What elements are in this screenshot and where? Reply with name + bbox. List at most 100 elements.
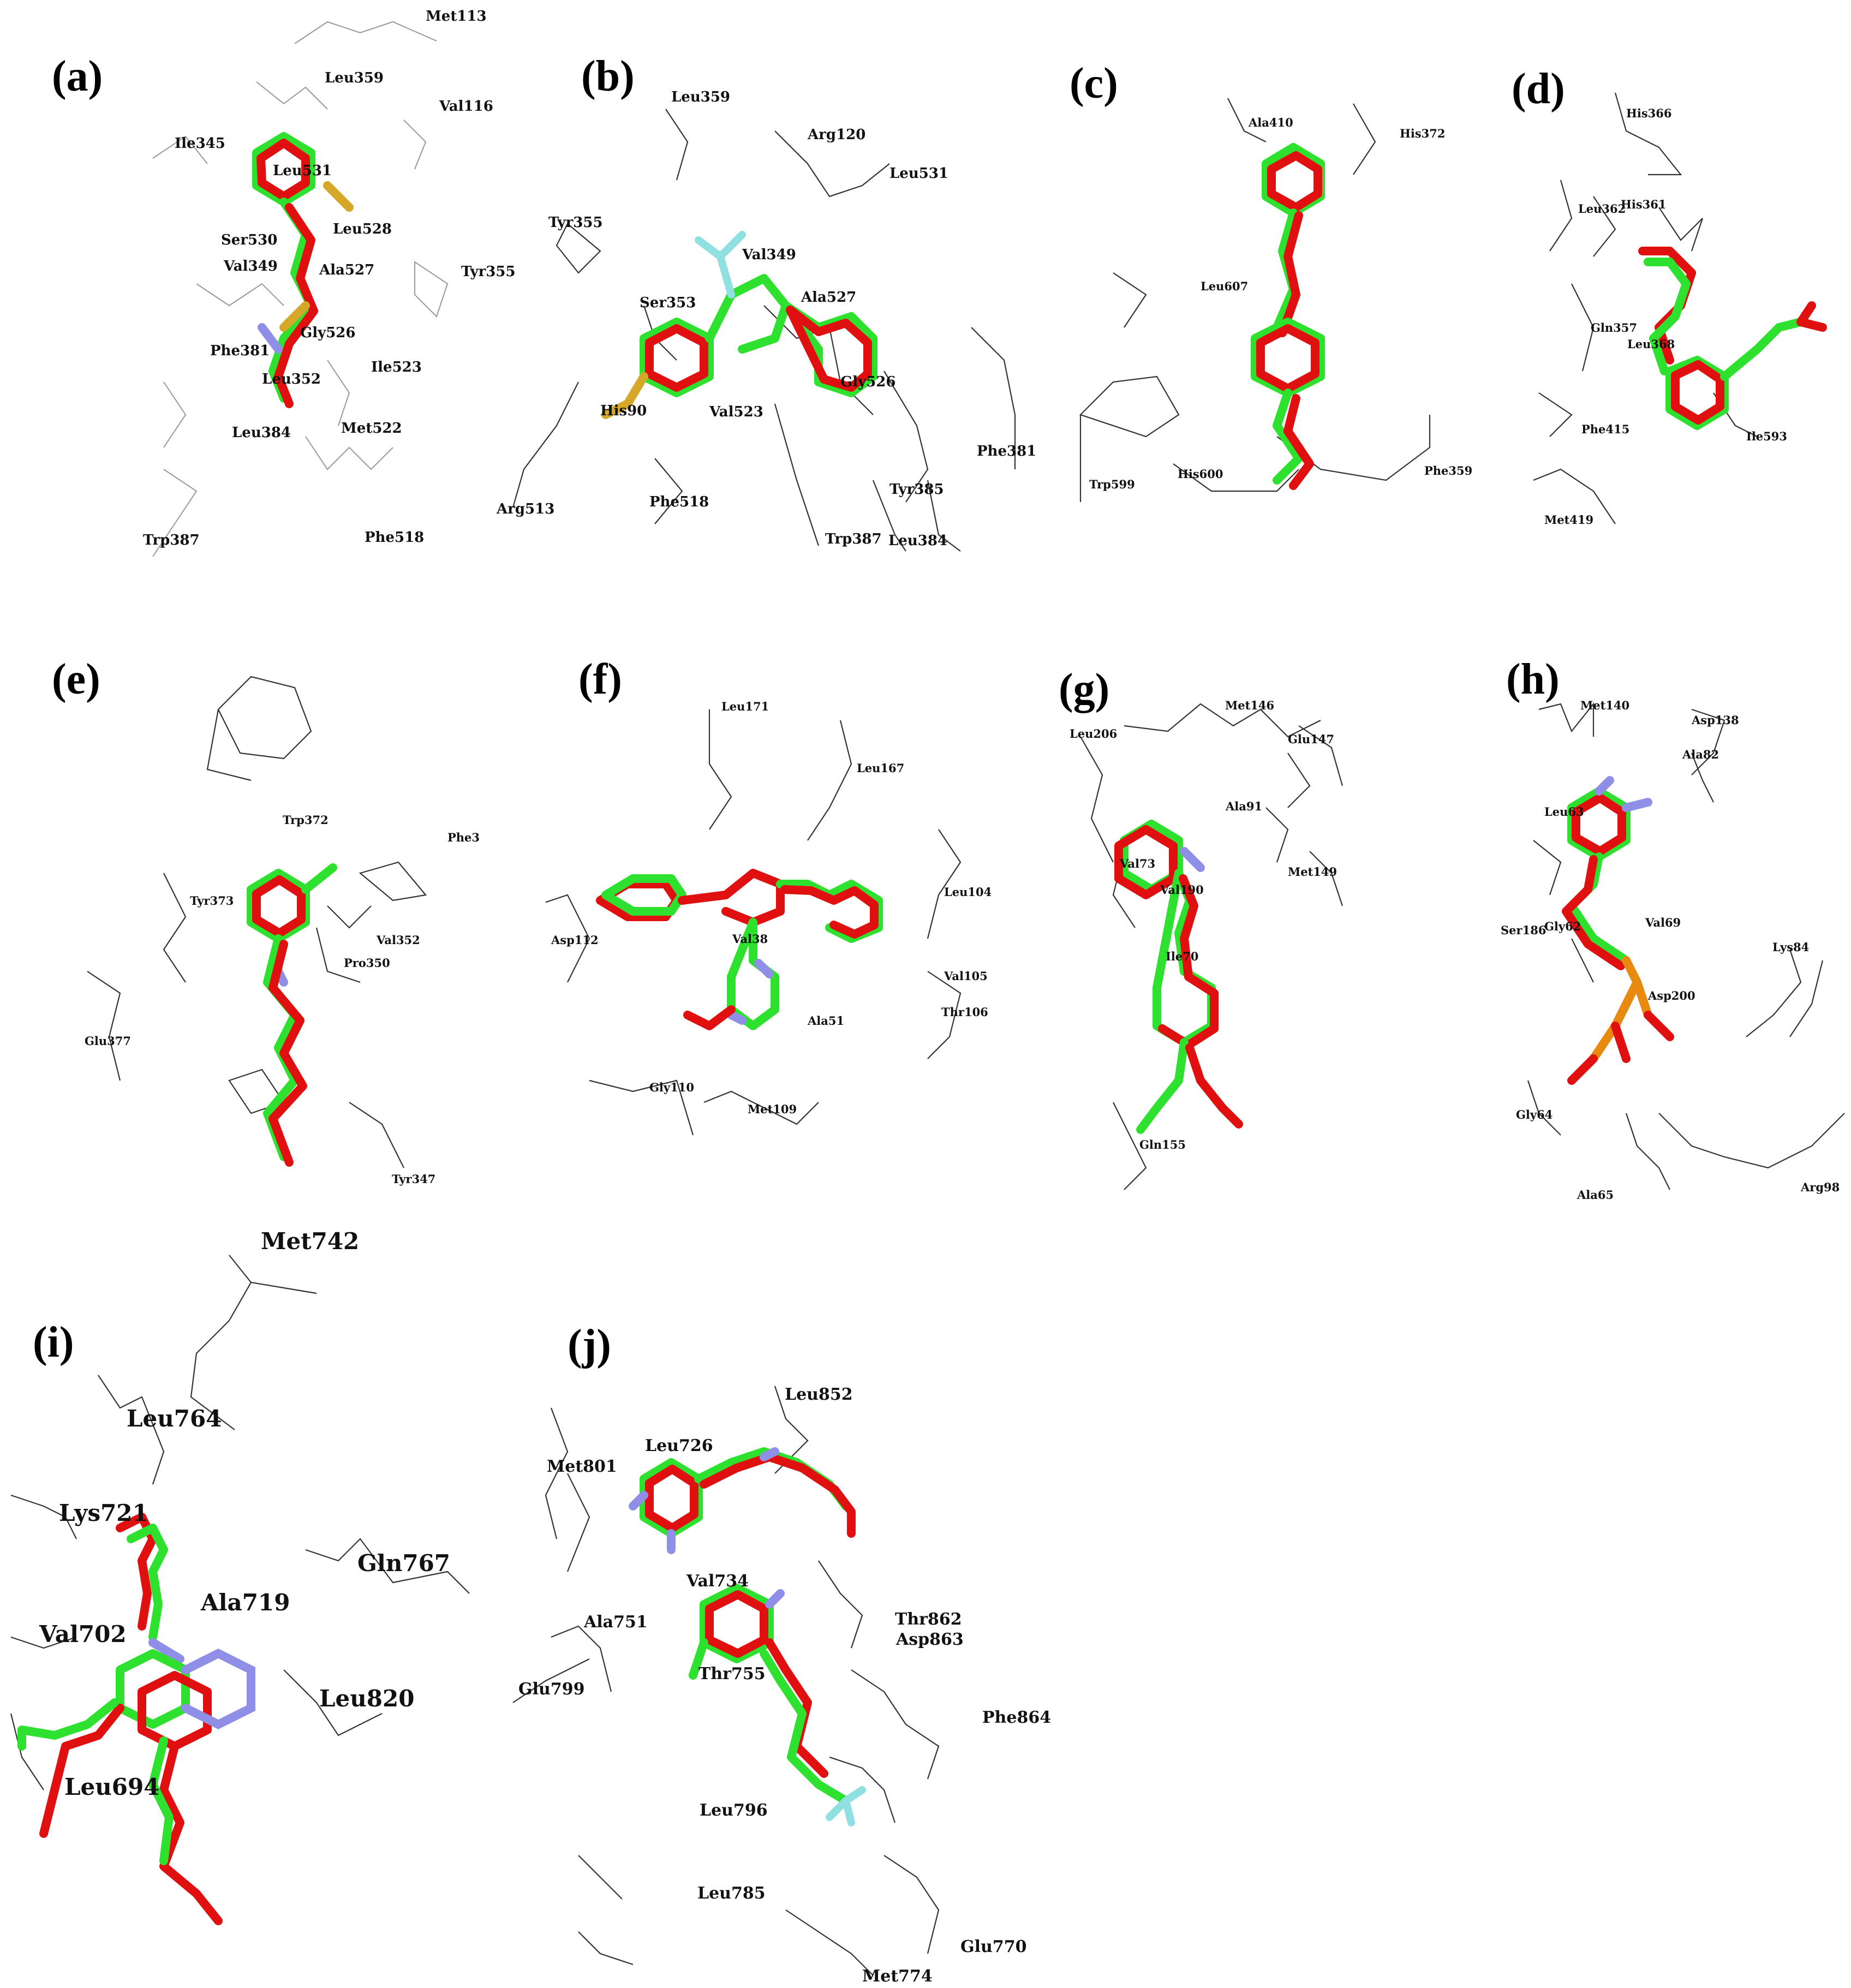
- residue-label: Phe864: [982, 1708, 1052, 1727]
- residue-label: Tyr355: [548, 214, 603, 231]
- residue-label: Val352: [377, 933, 420, 947]
- residue-label: Met140: [1580, 699, 1630, 712]
- residue-label: Val190: [1160, 883, 1204, 897]
- panel-i-structure: [10, 1255, 470, 1925]
- residue-label: Ala410: [1249, 116, 1293, 129]
- residue-label: Ala51: [808, 1014, 845, 1028]
- residue-label: Leu531: [273, 163, 332, 179]
- residue-label: Asp863: [896, 1630, 964, 1649]
- residue-label: Leu531: [889, 165, 948, 182]
- residue-label: Ile70: [1166, 950, 1199, 963]
- panel-label: (h): [1506, 655, 1560, 703]
- panel-c-structure: [1079, 98, 1431, 502]
- residue-label: Leu528: [333, 221, 392, 237]
- residue-label: Thr755: [698, 1664, 766, 1683]
- residue-label: Phe415: [1581, 422, 1630, 436]
- residue-label: Arg513: [497, 501, 555, 517]
- residue-label: Phe518: [649, 494, 709, 510]
- panel-g: (g) Met146 Leu206 Glu147 Ala91 Val73 Met…: [1059, 644, 1495, 1222]
- residue-label: Trp599: [1089, 477, 1135, 491]
- residue-label: Leu104: [944, 885, 992, 899]
- panel-b-structure: [512, 109, 1016, 552]
- residue-label: Gln767: [357, 1550, 451, 1577]
- residue-label: Ala751: [584, 1613, 648, 1632]
- panel-b: (b) Leu359 Arg120 Leu531 Tyr355 Val349 S…: [491, 0, 1037, 589]
- residue-label: Tyr385: [889, 481, 944, 498]
- residue-label: Val105: [944, 969, 988, 983]
- residue-label: Ser353: [640, 295, 696, 311]
- panel-j-structure: [512, 1386, 940, 1976]
- residue-label: Gln357: [1591, 321, 1638, 335]
- residue-label: Glu147: [1288, 732, 1335, 746]
- residue-label: Met801: [547, 1457, 617, 1476]
- residue-label: Ala527: [801, 289, 857, 306]
- residue-label: Leu362: [1578, 202, 1626, 216]
- residue-label: Leu368: [1627, 337, 1675, 351]
- residue-label: Leu820: [319, 1685, 415, 1712]
- residue-label: Met149: [1288, 865, 1338, 879]
- residue-label: Leu167: [857, 761, 905, 775]
- residue-label: Asp200: [1648, 989, 1695, 1002]
- residue-label: Ala527: [319, 262, 375, 278]
- residue-label: Asp138: [1692, 713, 1739, 727]
- panel-label: (f): [578, 655, 622, 703]
- panel-label: (e): [52, 655, 100, 703]
- residue-label: Val38: [732, 932, 768, 946]
- residue-label: Gln155: [1139, 1138, 1186, 1151]
- residue-label: Asp112: [551, 933, 599, 947]
- residue-label: Leu384: [232, 425, 291, 441]
- residue-label: Leu785: [697, 1884, 766, 1903]
- panel-e: (e) Trp372 Phe3 Tyr373 Val352 Pro350 Glu…: [0, 644, 546, 1222]
- residue-label: Ala719: [201, 1589, 290, 1616]
- residue-label: Phe518: [365, 529, 425, 546]
- residue-label: Arg120: [808, 127, 866, 143]
- residue-label: Ser186: [1501, 923, 1547, 937]
- residue-label: Ile593: [1746, 429, 1787, 443]
- residue-label: Met113: [426, 8, 487, 25]
- residue-label: Val349: [224, 258, 278, 274]
- residue-label: Ser530: [221, 232, 278, 248]
- residue-label: Leu63: [1544, 805, 1584, 819]
- residue-label: Gly526: [840, 374, 896, 390]
- residue-label: Gly526: [300, 325, 356, 341]
- residue-label: Met419: [1544, 513, 1594, 527]
- residue-label: Met146: [1225, 699, 1275, 712]
- residue-label: Thr862: [895, 1610, 962, 1629]
- residue-label: Leu694: [64, 1774, 160, 1800]
- panel-label: (d): [1512, 65, 1565, 113]
- panel-label: (a): [52, 52, 103, 100]
- panel-g-structure: [1080, 703, 1344, 1190]
- panel-label: (g): [1059, 665, 1110, 713]
- residue-label: Leu726: [645, 1436, 713, 1455]
- residue-label: Ala65: [1577, 1188, 1614, 1202]
- residue-label: Met109: [748, 1102, 797, 1116]
- residue-label: Tyr355: [461, 264, 516, 280]
- residue-label: His361: [1621, 198, 1667, 211]
- residue-label: Leu384: [888, 533, 947, 549]
- residue-label: Phe3: [447, 831, 480, 844]
- residue-label: Leu607: [1201, 279, 1249, 293]
- residue-label: Leu796: [700, 1801, 768, 1820]
- residue-label: Met522: [341, 420, 402, 437]
- residue-label: Tyr347: [392, 1172, 436, 1186]
- panel-a-structure: [152, 21, 449, 557]
- residue-label: Gly62: [1544, 920, 1581, 933]
- residue-label: Met742: [261, 1228, 360, 1255]
- residue-label: Leu352: [262, 371, 321, 387]
- residue-label: Ala91: [1226, 799, 1263, 813]
- residue-label: Glu377: [85, 1034, 132, 1048]
- residue-label: Val734: [686, 1572, 749, 1591]
- residue-label: Arg98: [1801, 1180, 1840, 1194]
- residue-label: Trp387: [825, 531, 882, 547]
- residue-label: His372: [1400, 127, 1446, 140]
- residue-label: Ala82: [1682, 748, 1719, 761]
- residue-label: Glu799: [518, 1680, 585, 1699]
- residue-label: Leu852: [785, 1385, 853, 1404]
- residue-label: Val116: [439, 98, 493, 115]
- panel-e-structure: [87, 676, 427, 1168]
- residue-label: Val702: [39, 1621, 127, 1647]
- residue-label: Phe381: [210, 343, 270, 359]
- residue-label: Trp372: [283, 813, 329, 827]
- residue-label: Val73: [1120, 857, 1156, 870]
